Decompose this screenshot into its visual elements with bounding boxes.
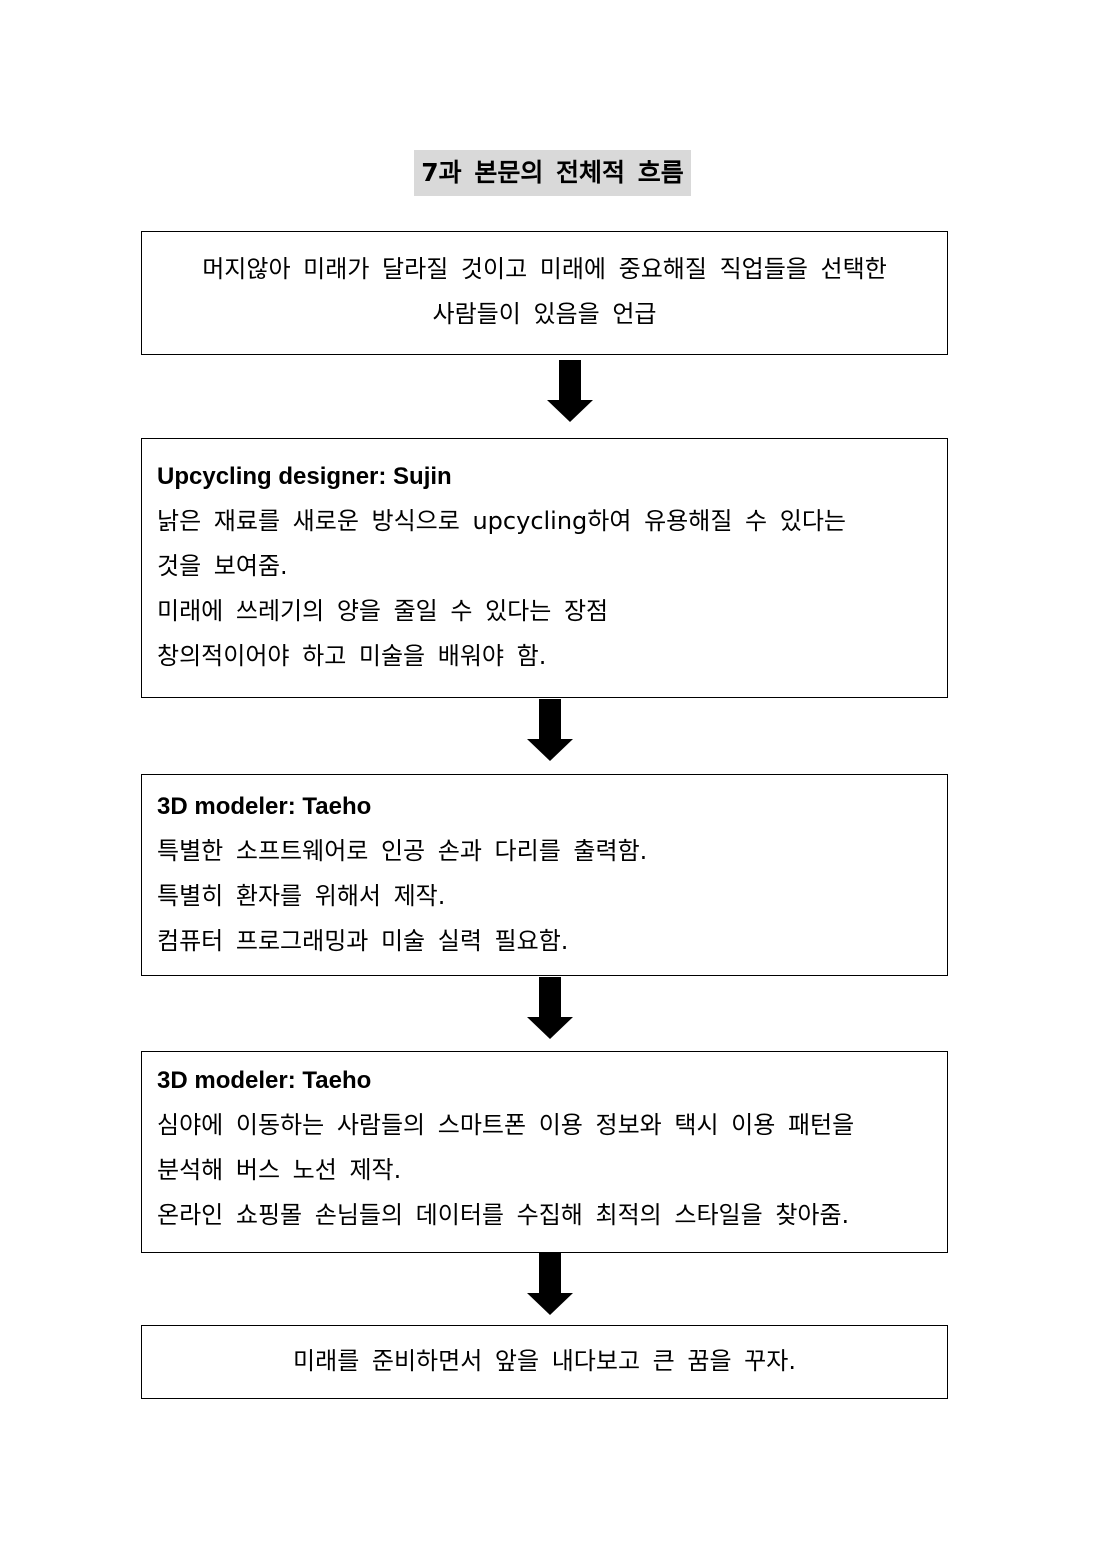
down-arrow-icon <box>547 360 593 422</box>
box-line: 특별한 소프트웨어로 인공 손과 다리를 출력함. <box>157 837 648 865</box>
box-line: 심야에 이동하는 사람들의 스마트폰 이용 정보와 택시 이용 패턴을 <box>157 1111 855 1139</box>
down-arrow-icon <box>527 699 573 761</box>
flow-box-3d-modeler: 3D modeler: Taeho 특별한 소프트웨어로 인공 손과 다리를 출… <box>141 774 948 976</box>
box-line: 특별히 환자를 위해서 제작. <box>157 882 446 910</box>
box-line: 컴퓨터 프로그래밍과 미술 실력 필요함. <box>157 927 569 955</box>
flow-box-intro: 머지않아 미래가 달라질 것이고 미래에 중요해질 직업들을 선택한 사람들이 … <box>141 231 948 355</box>
box-line: 미래에 쓰레기의 양을 줄일 수 있다는 장점 <box>157 597 609 625</box>
box-heading: 3D modeler: Taeho <box>157 1067 372 1094</box>
box-line: 창의적이어야 하고 미술을 배워야 함. <box>157 642 547 670</box>
flow-box-data-analysis: 3D modeler: Taeho 심야에 이동하는 사람들의 스마트폰 이용 … <box>141 1051 948 1253</box>
flow-box-conclusion: 미래를 준비하면서 앞을 내다보고 큰 꿈을 꾸자. <box>141 1325 948 1399</box>
box-line: 머지않아 미래가 달라질 것이고 미래에 중요해질 직업들을 선택한 <box>202 255 887 283</box>
box-heading: Upcycling designer: Sujin <box>157 463 452 490</box>
page-title: 7과 본문의 전체적 흐름 <box>414 150 691 196</box>
down-arrow-icon <box>527 977 573 1039</box>
box-line: 분석해 버스 노선 제작. <box>157 1156 402 1184</box>
down-arrow-icon <box>527 1253 573 1315</box>
box-line: 사람들이 있음을 언급 <box>432 300 657 328</box>
box-line: 미래를 준비하면서 앞을 내다보고 큰 꿈을 꾸자. <box>293 1347 796 1375</box>
flow-box-upcycling-designer: Upcycling designer: Sujin 낡은 재료를 새로운 방식으… <box>141 438 948 698</box>
box-heading: 3D modeler: Taeho <box>157 793 372 820</box>
box-line: 낡은 재료를 새로운 방식으로 upcycling하여 유용해질 수 있다는 <box>157 507 846 535</box>
box-line: 온라인 쇼핑몰 손님들의 데이터를 수집해 최적의 스타일을 찾아줌. <box>157 1201 850 1229</box>
box-line: 것을 보여줌. <box>157 552 288 580</box>
